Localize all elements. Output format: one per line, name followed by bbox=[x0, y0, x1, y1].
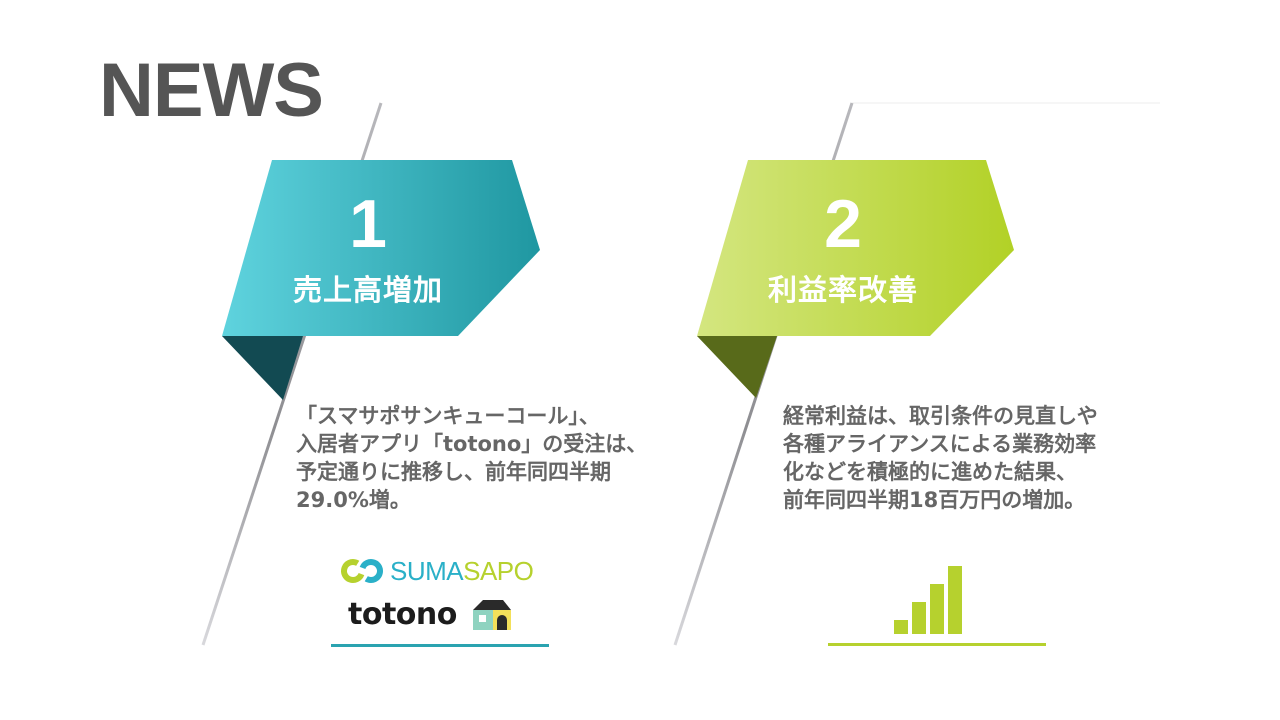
news-body-1: 「スマサポサンキューコール」、 入居者アプリ「totono」の受注は、 予定通り… bbox=[296, 404, 648, 512]
bar-chart-growth-icon bbox=[894, 566, 962, 634]
totono-logo: totono bbox=[348, 595, 513, 635]
news-title-2: 利益率改善 bbox=[767, 273, 918, 307]
ribbon-fold-2 bbox=[697, 336, 777, 398]
ribbon-2 bbox=[697, 160, 1014, 336]
underline-2 bbox=[828, 643, 1046, 646]
news-number-1: 1 bbox=[349, 186, 387, 262]
underline-1 bbox=[331, 644, 549, 647]
ribbon-1 bbox=[222, 160, 540, 336]
page-title: NEWS bbox=[99, 48, 324, 133]
sumasapo-word-suma: SUMA bbox=[390, 556, 464, 586]
totono-wordmark: totono bbox=[348, 597, 457, 632]
sumasapo-word-sapo: SAPO bbox=[463, 556, 534, 586]
totono-house-icon bbox=[472, 600, 511, 630]
news-number-2: 2 bbox=[824, 186, 862, 262]
news-title-1: 売上高増加 bbox=[292, 273, 443, 307]
sumasapo-logo: SUMASAPO bbox=[340, 555, 534, 587]
news-body-2: 経常利益は、取引条件の見直しや 各種アライアンスによる業務効率 化などを積極的に… bbox=[783, 404, 1098, 512]
sumasapo-infinity-icon bbox=[341, 559, 383, 583]
ribbon-fold-1 bbox=[222, 336, 303, 400]
